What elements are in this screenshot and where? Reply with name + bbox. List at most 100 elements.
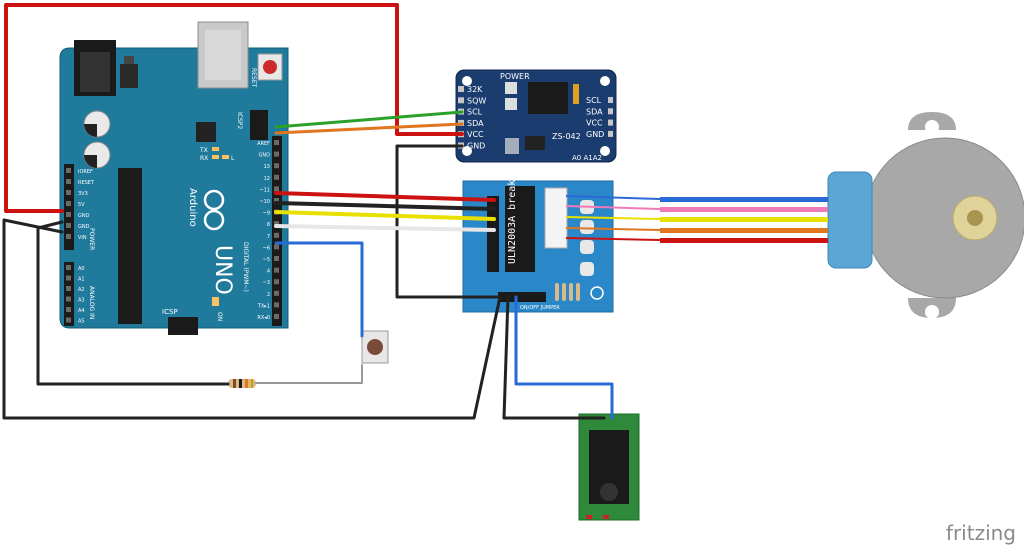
- power-pin-label: VIN: [78, 235, 87, 241]
- icsp-label: ICSP: [162, 308, 178, 316]
- digital-pin-label: 2: [267, 292, 270, 298]
- uln2003-chip-label: ULN2003A break: [507, 180, 518, 264]
- atmega-chip: [118, 168, 142, 324]
- power-header-driver: [498, 292, 546, 302]
- analog-pin: [66, 275, 71, 281]
- digital-pin-label: ~9: [263, 211, 270, 217]
- digital-pin-label: ~11: [259, 187, 270, 193]
- fritzing-watermark: fritzing: [945, 521, 1016, 545]
- digital-pin: [274, 256, 279, 261]
- rtc-pin-label: SCL: [467, 108, 483, 117]
- digital-pin-label: TX▸1: [257, 303, 270, 309]
- rtc-pin: [458, 86, 464, 92]
- power-pin: [66, 179, 71, 184]
- analog-pin: [66, 296, 71, 302]
- power-pin-label: IOREF: [78, 169, 93, 175]
- digital-pin-label: ~3: [263, 280, 270, 286]
- digital-pin-label: ~10: [259, 199, 270, 205]
- analog-pin: [66, 286, 71, 291]
- on-label: ON: [216, 312, 223, 321]
- power-pin: [66, 201, 71, 206]
- resistor: [228, 379, 256, 388]
- digital-pin-label: 4: [267, 269, 270, 275]
- power-pin: [66, 168, 71, 173]
- rtc-pin-label: SQW: [467, 96, 486, 105]
- rtc-pin: [608, 130, 613, 137]
- digital-pin: [274, 198, 279, 203]
- digital-pin-label: ~5: [263, 257, 270, 263]
- digital-pin: [274, 174, 279, 180]
- push-button: [361, 330, 389, 364]
- digital-pin: [274, 267, 279, 273]
- input-header: [487, 196, 499, 272]
- uno-label: UNO: [210, 245, 235, 295]
- rx-label: RX: [200, 155, 208, 162]
- wires: [2, 3, 614, 420]
- digital-pin: [274, 232, 279, 238]
- driver-resistor: [569, 283, 573, 301]
- digital-label: DIGITAL (PWM~): [242, 242, 249, 292]
- motor-connector: [544, 187, 568, 249]
- rtc-pin: [608, 97, 613, 103]
- rtc-pin-label: VCC: [586, 119, 603, 128]
- power-pin-label: GND: [78, 213, 90, 219]
- digital-pin-label: GND: [259, 153, 271, 159]
- analog-pin-label: A0: [78, 266, 85, 272]
- driver-led: [580, 262, 594, 276]
- power-pin: [66, 234, 71, 239]
- jumper-label: ON/OFF JUMPER: [520, 305, 560, 311]
- digital-pin-label: ~6: [263, 245, 270, 251]
- digital-pin: [274, 279, 279, 285]
- analog-pin: [66, 317, 71, 323]
- digital-pin: [274, 221, 279, 227]
- rtc-pin: [608, 108, 613, 115]
- power-pin: [66, 190, 71, 195]
- power-pin-label: RESET: [78, 180, 95, 186]
- digital-pin: [274, 186, 279, 192]
- analog-pin-label: A5: [78, 319, 85, 325]
- rtc-pin-label: 32K: [467, 85, 483, 94]
- rtc-pin-label: VCC: [467, 130, 484, 139]
- analog-pin: [66, 307, 71, 312]
- arduino-brand: Arduino: [187, 188, 198, 227]
- digital-pin: [274, 163, 279, 169]
- digital-pin: [274, 314, 279, 319]
- driver-led: [580, 240, 594, 254]
- uln2003-driver-board: ULN2003A break ON/OFF JUMPER: [462, 180, 614, 313]
- rtc-pin: [458, 97, 464, 104]
- arduino-uno-board: RESET ICSP2 ICSP TX RX L ON Arduino UNO …: [59, 21, 289, 335]
- dc-jack-module: [578, 413, 640, 521]
- power-pin: [66, 212, 71, 217]
- motor-wire-cap: [827, 171, 873, 269]
- analog-header: [64, 262, 74, 326]
- analog-pin-label: A2: [78, 287, 85, 293]
- tx-label: TX: [199, 147, 208, 154]
- driver-resistor: [576, 283, 580, 301]
- rtc-pin-label: GND: [467, 142, 485, 151]
- digital-pin: [274, 244, 279, 250]
- icsp2-label: ICSP2: [236, 112, 243, 129]
- digital-pin-label: 7: [267, 234, 270, 240]
- analog-pin-label: A1: [78, 277, 85, 283]
- power-pin-label: GND: [78, 224, 90, 230]
- motor-wires: [565, 195, 828, 243]
- power-pin-label: 5V: [78, 202, 85, 208]
- rtc-pin-label: SDA: [467, 119, 484, 128]
- analog-pin-label: A3: [78, 298, 85, 304]
- digital-pin-label: 13: [264, 164, 270, 170]
- power-pin: [66, 223, 71, 228]
- driver-resistor: [562, 283, 566, 301]
- l-label: L: [231, 155, 235, 162]
- digital-pin: [274, 290, 279, 296]
- digital-pin: [274, 302, 279, 308]
- stepper-motor-28byj48: [827, 112, 1024, 319]
- rtc-pin-label: SDA: [586, 107, 603, 116]
- rtc-power-label: POWER: [500, 72, 530, 81]
- power-pin-label: 3V3: [78, 191, 88, 197]
- digital-pin-label: AREF: [257, 141, 270, 147]
- rtc-address-label: A0 A1A2: [572, 154, 602, 162]
- arduino-logo: Arduino: [187, 188, 225, 231]
- digital-pin: [274, 151, 279, 157]
- uln2003-chip: [505, 186, 535, 272]
- digital-pin-label: RX◂0: [257, 315, 270, 321]
